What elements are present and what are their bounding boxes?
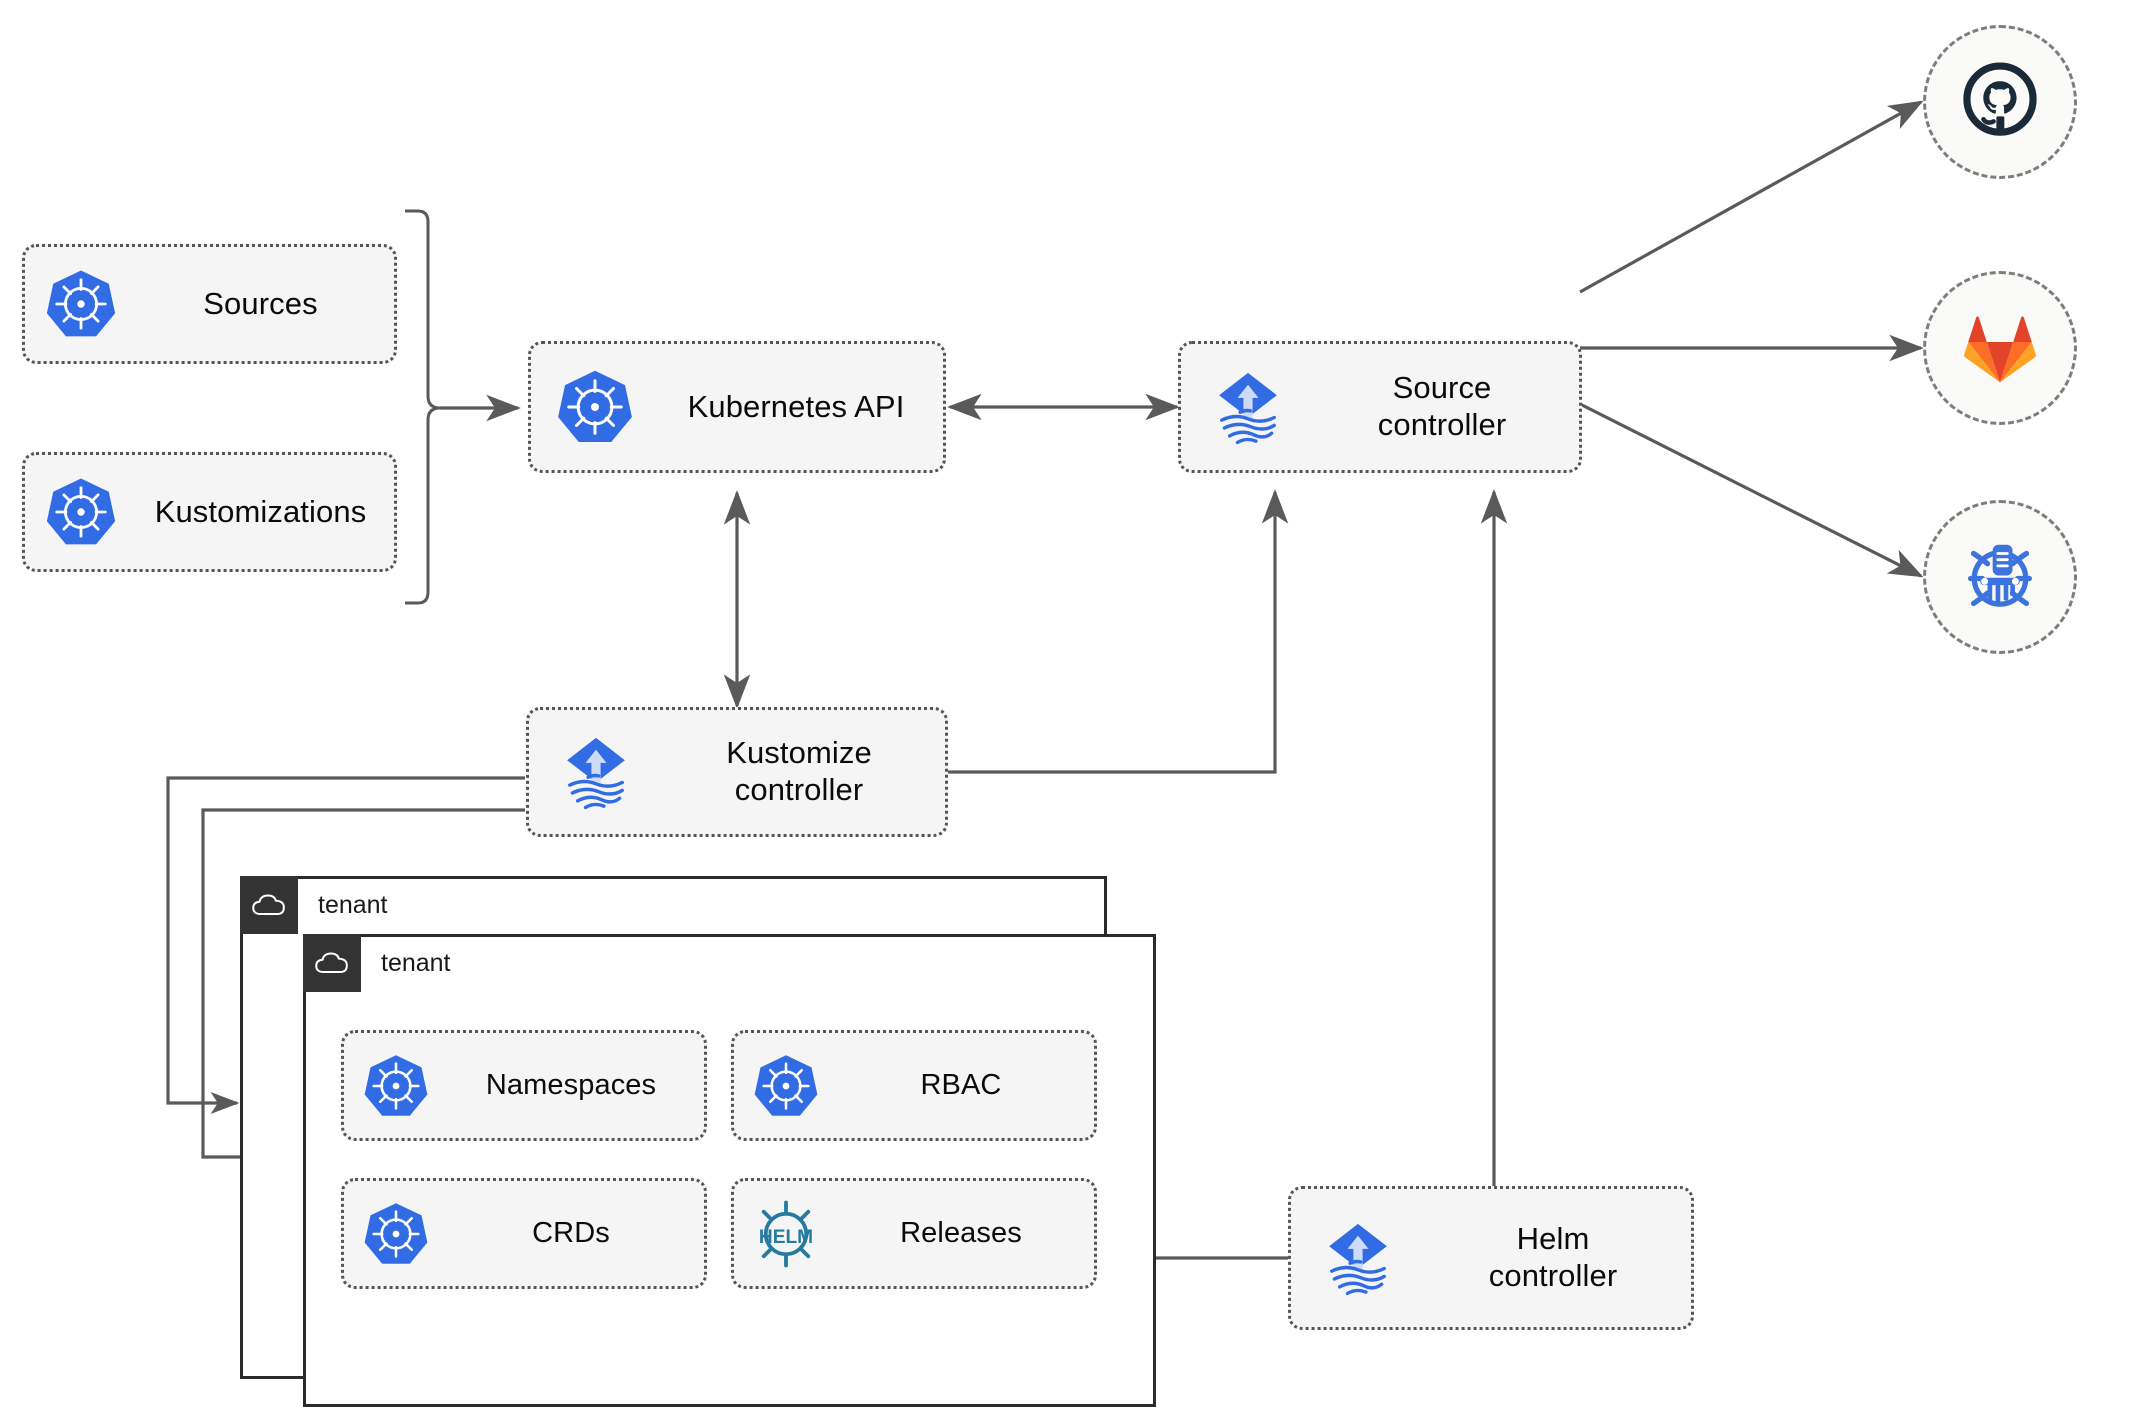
flux-icon [1291,1216,1425,1300]
tenant-label: tenant [318,890,388,919]
node-label: Kubernetes API [687,388,905,424]
github-icon [1963,62,2037,136]
kubernetes-icon [344,1052,448,1120]
tenant-resource-releases[interactable]: HELM Releases [731,1178,1097,1289]
node-label: Helm controller [1488,1221,1618,1293]
kubernetes-icon [25,475,137,549]
tenant-title-bar: tenant [303,934,451,992]
tenant-resource-rbac[interactable]: RBAC [731,1030,1097,1141]
cloud-icon [240,876,298,934]
tenant-resource-crds[interactable]: CRDs [341,1178,707,1289]
kubernetes-icon [344,1200,448,1268]
helm-chart-repository-icon [1967,544,2033,607]
node-helm-controller[interactable]: Helm controller [1288,1186,1694,1330]
kubernetes-icon [734,1052,838,1120]
flux-icon [529,730,663,814]
svg-text:HELM: HELM [759,1227,813,1248]
helm-icon: HELM [734,1198,838,1270]
tenant-resource-label: Namespaces [485,1069,657,1102]
node-label: Source controller [1377,370,1507,442]
node-source-controller[interactable]: Source controller [1178,341,1582,473]
provider-gitlab[interactable] [1923,271,2077,425]
tenant-resource-label: CRDs [532,1217,610,1250]
flux-icon [1181,365,1315,449]
brace-resources [405,209,441,605]
kubernetes-icon [531,367,659,447]
kubernetes-icon [25,267,137,341]
tenant-resource-namespaces[interactable]: Namespaces [341,1030,707,1141]
tenant-label: tenant [381,948,451,977]
cloud-icon [303,934,361,992]
tenant-frame-inner[interactable]: tenant [303,934,1156,1407]
provider-chart-repository[interactable] [1923,500,2077,654]
wire-kustomize-to-source-controller [948,489,1289,774]
tenant-resource-label: RBAC [920,1069,1002,1102]
resource-box-sources[interactable]: Sources [22,244,397,364]
resource-label: Kustomizations [154,493,367,529]
gitlab-icon [1964,316,2036,383]
node-label: Kustomize controller [726,735,872,807]
resource-box-kustomizations[interactable]: Kustomizations [22,452,397,572]
node-kubernetes-api[interactable]: Kubernetes API [528,341,946,473]
tenant-title-bar: tenant [240,876,388,934]
wire-source-to-github [1579,100,1924,294]
provider-github[interactable] [1923,25,2077,179]
resource-label: Sources [203,285,318,321]
tenant-resource-label: Releases [900,1217,1022,1250]
wire-source-to-chart-repository [1579,402,1924,578]
node-kustomize-controller[interactable]: Kustomize controller [526,707,948,837]
